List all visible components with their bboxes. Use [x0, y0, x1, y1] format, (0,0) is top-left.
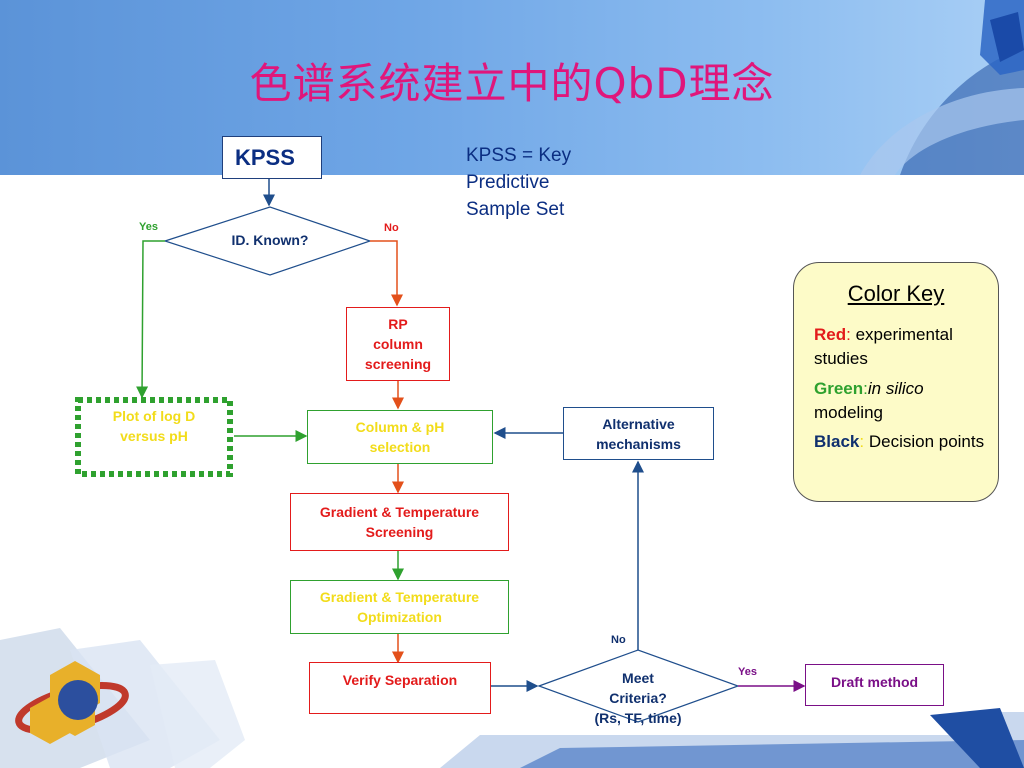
- gradient-temperature-screening-box: Gradient & Temperature Screening: [290, 493, 509, 551]
- meet-criteria-no-label: No: [611, 634, 626, 646]
- color-key-black-label: Black: [814, 432, 860, 451]
- color-key-title: Color Key: [847, 281, 945, 306]
- kpss-box: KPSS: [222, 136, 322, 179]
- color-key-green-label: Green: [814, 379, 864, 398]
- color-key-black-entry: Black: Decision points: [814, 432, 985, 451]
- rp-column-screening-box: RP column screening: [346, 307, 450, 381]
- log-d-plot-box: Plot of log D versus pH: [112, 408, 196, 444]
- color-key-red-label: Red: [814, 325, 847, 344]
- meet-criteria-yes-label: Yes: [738, 666, 757, 678]
- header-background: [0, 0, 1024, 175]
- draft-method-box: Draft method: [805, 664, 944, 706]
- gradient-temperature-optimization-box: Gradient & Temperature Optimization: [290, 580, 509, 634]
- color-key-green-entry: Green:in silico modeling: [814, 379, 924, 422]
- meet-criteria-decision: Meet Criteria? (Rs, TF, time): [594, 670, 682, 726]
- verify-separation-box: Verify Separation: [309, 662, 491, 714]
- id-known-yes-label: Yes: [139, 221, 158, 233]
- column-ph-selection-box: Column & pH selection: [307, 410, 493, 464]
- alternative-mechanisms-box: Alternative mechanisms: [563, 407, 714, 460]
- color-key-red-entry: Red: experimental studies: [814, 325, 953, 368]
- kpss-definition: KPSS = Key Predictive Sample Set: [466, 145, 572, 220]
- id-known-no-label: No: [384, 222, 399, 234]
- page-title: 色谱系统建立中的QbD理念: [249, 59, 775, 108]
- color-key-panel: Color Key Red: experimental studies Gree…: [793, 262, 999, 502]
- id-known-decision: ID. Known?: [231, 232, 309, 248]
